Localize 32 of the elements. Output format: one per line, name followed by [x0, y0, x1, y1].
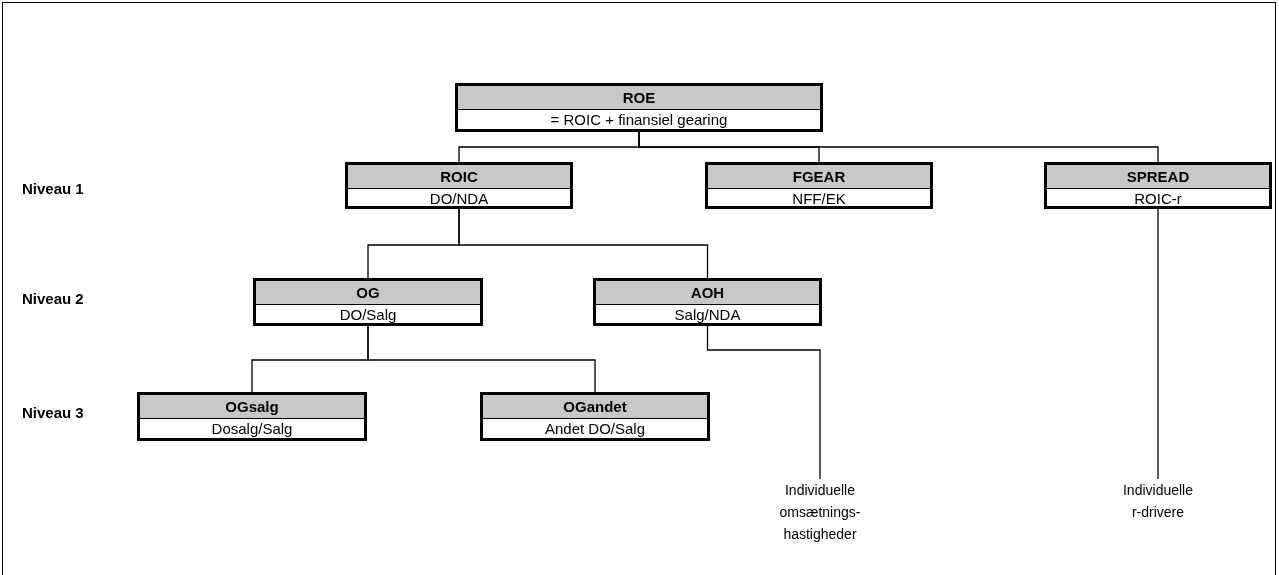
metric-name: AOH [596, 281, 819, 305]
metric-name: OGsalg [140, 395, 364, 419]
metric-box [480, 392, 710, 441]
level-label: Niveau 3 [22, 404, 84, 421]
connector-line [367, 325, 596, 393]
metric-formula: Salg/NDA [673, 305, 742, 325]
connector-line [458, 208, 709, 279]
metric-box [253, 278, 483, 326]
level-label: Niveau 1 [22, 180, 84, 197]
metric-formula: DO/NDA [428, 189, 490, 209]
metric-formula: DO/Salg [338, 305, 398, 325]
metric-formula: = ROIC + finansiel gearing [549, 110, 729, 130]
metric-formula: NFF/EK [791, 189, 847, 209]
metric-name: SPREAD [1047, 165, 1269, 189]
metric-box [455, 83, 823, 132]
metric-box [593, 278, 822, 326]
metric-box [345, 162, 573, 209]
metric-formula: ROIC-r [1133, 189, 1183, 209]
metric-name: FGEAR [708, 165, 930, 189]
connector-line [638, 131, 1159, 163]
metric-name: OGandet [483, 395, 707, 419]
metric-formula: Dosalg/Salg [210, 419, 294, 439]
metric-box [705, 162, 933, 209]
metric-name: ROIC [348, 165, 570, 189]
metric-box [1044, 162, 1272, 209]
connector-line [1157, 208, 1159, 480]
metric-name: ROE [458, 86, 820, 110]
level-label: Niveau 2 [22, 290, 84, 307]
metric-formula: Andet DO/Salg [543, 419, 647, 439]
metric-box [137, 392, 367, 441]
connector-line [706, 325, 821, 480]
metric-name: OG [256, 281, 480, 305]
